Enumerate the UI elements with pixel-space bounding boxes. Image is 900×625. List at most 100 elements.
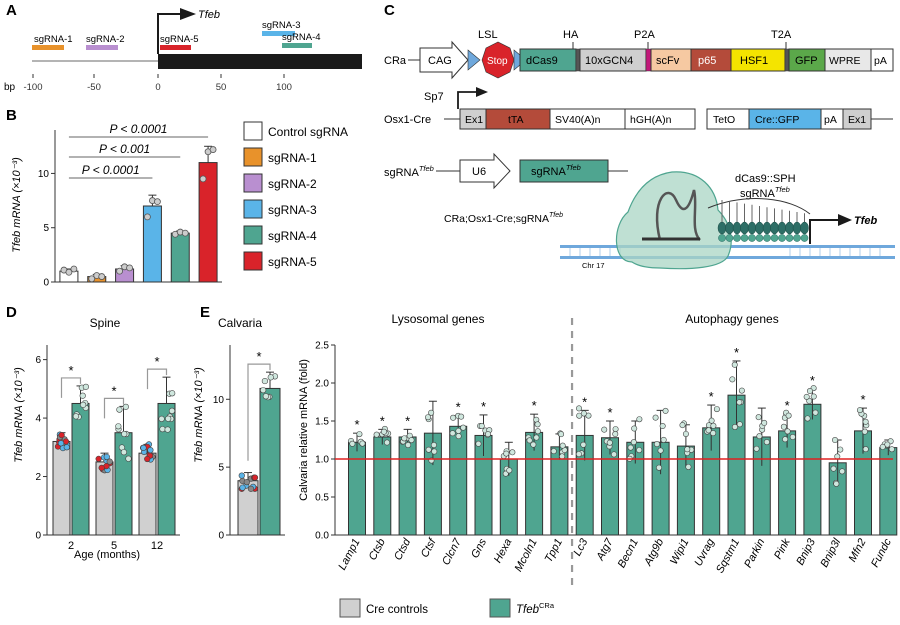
bp-tick-mark (157, 74, 159, 78)
cra-box-p65: p65 (698, 55, 716, 67)
data-point (181, 229, 189, 237)
data-point (450, 414, 457, 421)
bar (138, 452, 157, 536)
bar (373, 436, 392, 536)
data-point (164, 426, 171, 433)
effector-bubble-small (763, 234, 771, 242)
cross-label: CRa;Osx1-Cre;sgRNATfeb (444, 212, 563, 225)
legend-swatch-controls (339, 598, 361, 618)
chart-b-ylabel: Tfeb mRNA (×10⁻³) (11, 157, 23, 253)
legend-swatch (243, 225, 263, 245)
lysosomal-title: Lysosomal genes (392, 312, 485, 326)
y-tick-label: 0.0 (315, 531, 329, 542)
data-point (636, 447, 643, 454)
cra-box-gfp: GFP (795, 55, 818, 67)
sg-box-sup: Tfeb (566, 163, 581, 172)
effector-bubble-small (733, 234, 741, 242)
data-point (534, 428, 541, 435)
data-point (530, 441, 537, 448)
data-point (763, 439, 770, 446)
chart-d-ylabel: Tfeb mRNA (×10⁻³) (13, 367, 25, 463)
y-tick-label: 6 (35, 355, 41, 366)
effector-bubble-small (770, 234, 779, 242)
x-tick-label: Pink (772, 536, 793, 561)
bar (803, 403, 822, 536)
data-point (736, 421, 743, 428)
x-tick-label: Fundc (869, 536, 894, 569)
data-point (126, 264, 133, 272)
data-point (731, 361, 738, 368)
data-point (431, 448, 438, 455)
chart-e-left-ylabel: Tfeb mRNA (×10⁻³) (193, 367, 205, 463)
significance-star: * (405, 413, 410, 428)
legend-label: sgRNA-2 (268, 177, 317, 191)
cra-box-dcas9: dCas9 (526, 55, 558, 67)
data-point (756, 433, 763, 440)
x-tick-label: Mcoln1 (513, 537, 540, 574)
data-point (755, 414, 762, 421)
effector-bubble (762, 221, 772, 235)
data-point (710, 422, 717, 429)
data-point (158, 415, 165, 423)
significance-star: * (582, 394, 587, 409)
cra-box-stop: Stop (487, 56, 508, 67)
data-point (144, 213, 151, 221)
significance-star: * (68, 363, 73, 378)
data-point (576, 412, 583, 419)
effector-bubble (740, 221, 749, 235)
osx-box-tta: tTA (508, 114, 524, 126)
legend-cra-base: Tfeb (516, 604, 540, 616)
data-point (533, 434, 540, 441)
autophagy-title: Autophagy genes (685, 312, 778, 326)
significance-star: * (111, 383, 116, 398)
data-point (115, 423, 122, 430)
legend-label: sgRNA-4 (268, 229, 317, 243)
data-point (405, 442, 412, 449)
data-point (862, 446, 869, 453)
osx-box-ex1: Ex1 (465, 114, 483, 126)
bar (398, 436, 417, 536)
data-point (580, 441, 587, 448)
bp-tick-mark (93, 74, 95, 78)
scfv-effectors (717, 200, 809, 242)
significance-bracket (146, 368, 168, 390)
guide-bar-5 (160, 45, 191, 50)
data-point (879, 443, 886, 450)
data-point (262, 393, 270, 400)
data-point (239, 484, 246, 491)
guide-label-1: sgRNA-1 (34, 34, 73, 45)
legend-swatch (243, 199, 263, 219)
x-tick-label: Bnip3l (818, 536, 843, 569)
chart-d-title: Spine (90, 316, 121, 330)
data-point (70, 265, 78, 273)
data-point (832, 437, 839, 444)
complex-sg-base: sgRNA (740, 188, 776, 200)
data-point (209, 146, 217, 153)
guide-label-2: sgRNA-2 (86, 34, 125, 45)
bar (157, 402, 176, 536)
data-point (804, 415, 811, 422)
data-point (660, 436, 667, 443)
chart-d-xlabel: Age (months) (74, 549, 140, 561)
effector-bubble-small (800, 234, 809, 242)
data-point (806, 388, 813, 395)
dcas-label: dCas9::SPH (735, 173, 796, 185)
stop-sign-icon (481, 41, 515, 79)
data-point (631, 425, 638, 432)
data-point (657, 447, 664, 454)
x-tick-label: Atg7 (594, 536, 616, 563)
data-point (359, 440, 366, 447)
data-point (684, 446, 691, 453)
data-point (612, 426, 619, 433)
osx-box-hgh: hGH(A)n (630, 114, 672, 126)
guide-label-3: sgRNA-3 (262, 20, 301, 31)
data-point (559, 442, 566, 449)
x-tick-label: Uvrag (692, 536, 717, 568)
significance-star: * (860, 392, 865, 407)
bp-tick-label: -100 (23, 82, 42, 93)
panel-letter-c: C (384, 2, 395, 19)
x-tick-label: Ctsd (392, 536, 414, 562)
data-point (738, 387, 745, 394)
guide-label-5: sgRNA-5 (160, 34, 199, 45)
x-tick-label: Lamp1 (336, 537, 362, 572)
